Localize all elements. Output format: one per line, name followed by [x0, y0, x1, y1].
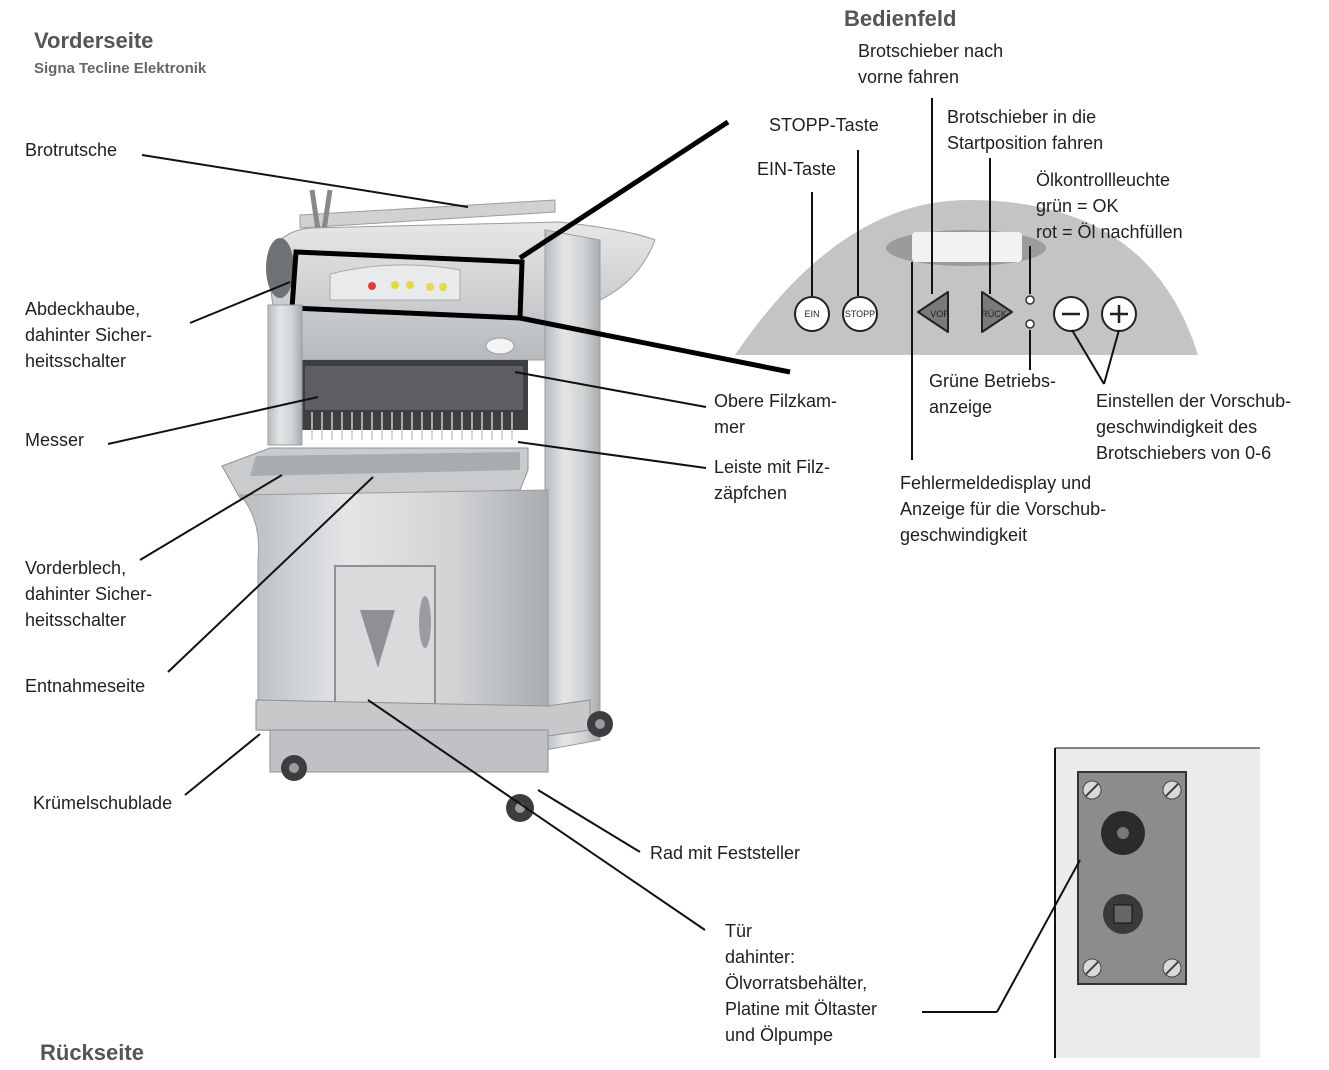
hood-knob — [266, 238, 294, 298]
oil-indicator-led — [1025, 295, 1035, 305]
oil-pump-icon — [1101, 811, 1145, 855]
panel-led-yellow — [406, 281, 414, 289]
back-title-block: Rückseite — [40, 1040, 144, 1066]
vor-button[interactable] — [917, 291, 949, 333]
wheel-icon — [281, 755, 307, 781]
speed-minus-button[interactable] — [1053, 296, 1089, 332]
panel-led-yellow — [439, 283, 447, 291]
bread-slide — [299, 199, 556, 229]
callout-lines — [107, 98, 1120, 1013]
label-vorderblech: Vorderblech, dahinter Sicher- heitsschal… — [25, 558, 153, 630]
door-handle-icon — [360, 610, 395, 668]
panel-led-yellow — [391, 281, 399, 289]
back-title: Rückseite — [40, 1040, 144, 1065]
label-stopp-taste: STOPP-Taste — [769, 115, 879, 135]
screw-icon — [1082, 780, 1102, 800]
front-subtitle: Signa Tecline Elektronik — [34, 60, 207, 77]
label-start-position: Brotschieber in die Startposition fahren — [947, 107, 1104, 153]
stopp-button[interactable] — [842, 296, 878, 332]
panel-zoom-line — [519, 315, 791, 375]
circuit-board-plate — [1077, 771, 1187, 985]
label-abdeckhaube: Abdeckhaube, dahinter Sicher- heitsschal… — [25, 299, 153, 371]
panel-title: Bedienfeld — [844, 6, 957, 31]
bread-slicer-machine — [221, 189, 656, 822]
label-entnahmeseite: Entnahmeseite — [25, 676, 146, 696]
front-title-block: Vorderseite Signa Tecline Elektronik — [34, 28, 206, 77]
label-vorschub: Einstellen der Vorschub- geschwindigkeit… — [1096, 391, 1292, 463]
panel-led-red — [368, 282, 376, 290]
label-vor-fahren: Brotschieber nach vorne fahren — [858, 41, 1004, 87]
error-display — [912, 232, 1022, 262]
rueck-button[interactable] — [981, 291, 1013, 333]
label-oel-leuchte: Ölkontrollleuchte grün = OK rot = Öl nac… — [1036, 170, 1183, 242]
speed-plus-button[interactable] — [1101, 296, 1137, 332]
rear-panel-diagram — [1054, 747, 1260, 1058]
label-messer: Messer — [25, 430, 85, 450]
operation-indicator-led — [1025, 319, 1035, 329]
control-panel-diagram — [735, 200, 1198, 355]
front-title: Vorderseite — [34, 28, 154, 53]
label-tuer: Tür dahinter: Ölvorratsbehälter, Platine… — [725, 921, 878, 1045]
label-kruemelschublade: Krümelschublade — [33, 793, 173, 813]
label-rad: Rad mit Feststeller — [650, 843, 801, 863]
ein-button[interactable] — [794, 296, 830, 332]
knife-blades — [311, 412, 513, 440]
label-fehlermeldung: Fehlermeldedisplay und Anzeige für die V… — [900, 473, 1107, 545]
screw-icon — [1082, 958, 1102, 978]
screw-icon — [1162, 780, 1182, 800]
screw-icon — [1162, 958, 1182, 978]
wheel-icon — [587, 711, 613, 737]
wheel-icon — [506, 794, 534, 822]
label-ein-taste: EIN-Taste — [757, 159, 837, 179]
label-obere-filzkammer: Obere Filzkam- mer — [714, 391, 838, 437]
label-leiste: Leiste mit Filz- zäpfchen — [714, 457, 831, 503]
label-betriebsanzeige: Grüne Betriebs- anzeige — [929, 371, 1057, 417]
label-brotrutsche: Brotrutsche — [25, 140, 118, 160]
panel-title-block: Bedienfeld — [844, 6, 956, 32]
oil-button-icon — [1103, 894, 1143, 934]
panel-zoom-line — [518, 119, 730, 261]
panel-led-yellow — [426, 283, 434, 291]
